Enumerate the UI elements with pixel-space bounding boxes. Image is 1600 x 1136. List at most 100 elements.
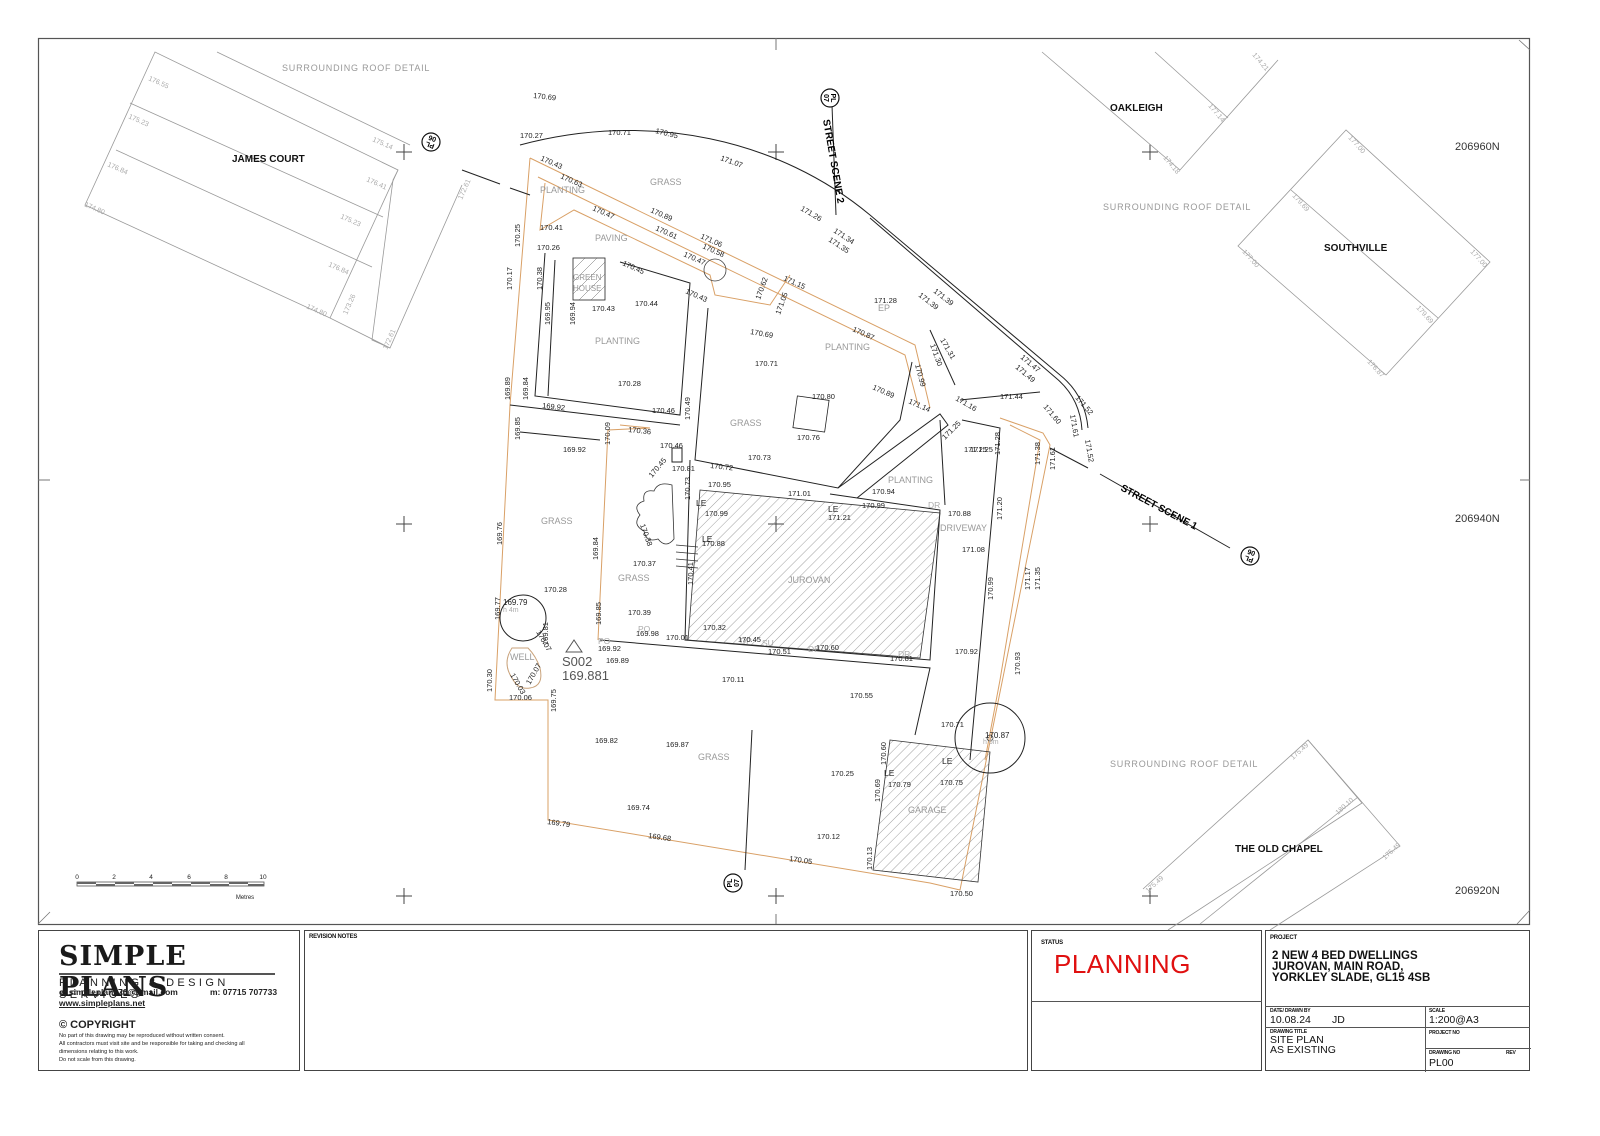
jurovan-house — [687, 489, 941, 659]
svg-text:170.27: 170.27 — [520, 131, 543, 140]
drawn-by: JD — [1332, 1014, 1345, 1026]
svg-text:171.61: 171.61 — [1068, 414, 1081, 438]
section-marker-pl06-right[interactable]: PL 06 — [1240, 546, 1260, 566]
svg-text:170.26: 170.26 — [537, 243, 560, 252]
svg-text:170.87: 170.87 — [985, 731, 1010, 740]
svg-text:170.32: 170.32 — [703, 623, 726, 632]
project-no-label: PROJECT NO — [1429, 1030, 1460, 1036]
company-website[interactable]: www.simpleplans.net — [59, 998, 146, 1008]
svg-text:169.79: 169.79 — [503, 598, 528, 607]
svg-text:170.43: 170.43 — [684, 287, 709, 305]
svg-text:171.01: 171.01 — [788, 489, 811, 498]
svg-text:170.88: 170.88 — [702, 539, 725, 548]
svg-text:4: 4 — [149, 874, 153, 881]
section-label-street-scene-1: STREET SCENE 1 — [1119, 483, 1200, 533]
svg-text:170.39: 170.39 — [628, 608, 651, 617]
svg-text:169.89: 169.89 — [606, 656, 629, 665]
company-name: SIMPLE PLANS — [59, 941, 187, 1003]
svg-text:169.76: 169.76 — [495, 522, 504, 545]
svg-text:GRASS: GRASS — [730, 418, 762, 428]
svg-text:2: 2 — [112, 874, 116, 881]
svg-text:06: 06 — [428, 133, 438, 142]
svg-text:174.18: 174.18 — [1161, 155, 1180, 176]
svg-text:PL: PL — [424, 139, 435, 149]
svg-text:170.61: 170.61 — [654, 224, 679, 242]
svg-text:175.49: 175.49 — [1382, 842, 1403, 862]
svg-text:175.14: 175.14 — [371, 136, 394, 151]
svg-text:170.99: 170.99 — [986, 577, 995, 600]
svg-text:170.36: 170.36 — [628, 425, 652, 436]
revision-notes-block: REVISION NOTES — [304, 930, 1028, 1071]
project-label: PROJECT — [1270, 935, 1297, 941]
svg-text:GARAGE: GARAGE — [908, 805, 947, 815]
svg-text:170.99: 170.99 — [705, 509, 728, 518]
svg-text:06: 06 — [1247, 547, 1257, 556]
svg-text:DR: DR — [928, 500, 940, 510]
svg-text:170.75: 170.75 — [940, 778, 963, 787]
svg-text:PO: PO — [598, 636, 611, 646]
svg-text:180.10: 180.10 — [1335, 797, 1356, 817]
southville-roof — [1237, 129, 1491, 376]
svg-text:10: 10 — [259, 874, 267, 881]
old-chapel-roof — [1142, 739, 1401, 931]
svg-text:175.49: 175.49 — [1290, 742, 1311, 762]
svg-text:171.15: 171.15 — [782, 274, 807, 292]
svg-text:176.84: 176.84 — [327, 261, 350, 276]
svg-text:GRASS: GRASS — [541, 516, 573, 526]
spot-levels: 170.69 170.27 170.71 170.95 171.07 171.2… — [509, 91, 1095, 898]
svg-text:170.01: 170.01 — [666, 633, 689, 642]
svg-text:170.73: 170.73 — [748, 453, 771, 462]
svg-text:170.79: 170.79 — [888, 780, 911, 789]
svg-text:169.84: 169.84 — [591, 537, 600, 560]
svg-text:169.79: 169.79 — [547, 817, 571, 829]
svg-text:07: 07 — [822, 94, 829, 102]
svg-text:169.89: 169.89 — [503, 377, 512, 400]
svg-text:DP: DP — [740, 636, 752, 646]
svg-text:170.95: 170.95 — [708, 480, 731, 489]
svg-text:171.21: 171.21 — [828, 513, 851, 522]
svg-text:169.94: 169.94 — [568, 302, 577, 325]
svg-text:PO: PO — [638, 624, 651, 634]
road-edge — [519, 130, 1089, 431]
inspection-chamber — [703, 258, 727, 282]
svg-text:PAVING: PAVING — [595, 233, 628, 243]
svg-text:170.37: 170.37 — [633, 559, 656, 568]
roof-detail-label: SURROUNDING ROOF DETAIL — [282, 63, 430, 73]
svg-text:LE: LE — [942, 756, 953, 766]
svg-text:170.25: 170.25 — [513, 224, 522, 247]
svg-text:170.81: 170.81 — [672, 464, 695, 473]
svg-text:170.41: 170.41 — [540, 223, 563, 232]
svg-text:179.69: 179.69 — [1291, 193, 1311, 214]
svg-text:170.80: 170.80 — [812, 392, 835, 401]
svg-text:171.25: 171.25 — [970, 445, 993, 454]
svg-text:176.87: 176.87 — [1366, 359, 1386, 380]
site-boundary — [494, 157, 1051, 891]
tree-canopy — [954, 702, 1026, 774]
svg-text:170.38: 170.38 — [638, 523, 654, 548]
svg-text:HOUSE: HOUSE — [573, 284, 601, 293]
svg-text:170.89: 170.89 — [871, 383, 896, 401]
svg-text:LE: LE — [696, 498, 707, 508]
scale-value: 1:200@A3 — [1429, 1014, 1479, 1026]
svg-text:174.80: 174.80 — [83, 201, 106, 216]
svg-text:170.55: 170.55 — [850, 691, 873, 700]
svg-text:174.21: 174.21 — [1250, 52, 1269, 73]
greenhouse-outline — [572, 257, 606, 301]
svg-text:DP: DP — [808, 644, 820, 654]
svg-text:169.92: 169.92 — [598, 644, 621, 653]
copyright-heading: © COPYRIGHT — [59, 1019, 136, 1031]
svg-text:0: 0 — [75, 874, 79, 881]
section-marker-pl07-bottom[interactable]: PL 07 — [723, 873, 743, 893]
svg-text:170.88: 170.88 — [948, 509, 971, 518]
section-marker-pl07-top[interactable]: PL 07 — [820, 88, 840, 108]
svg-text:175.23: 175.23 — [127, 113, 150, 128]
svg-text:170.45: 170.45 — [738, 635, 761, 644]
svg-text:169.92: 169.92 — [542, 401, 566, 412]
svg-text:171.16: 171.16 — [954, 394, 978, 413]
svg-text:LE: LE — [884, 768, 895, 778]
section-marker-pl06-left[interactable]: PL 06 — [421, 132, 441, 152]
svg-text:PLANTING: PLANTING — [540, 185, 585, 195]
svg-text:171.26: 171.26 — [799, 204, 823, 223]
svg-text:Metres: Metres — [236, 895, 254, 901]
